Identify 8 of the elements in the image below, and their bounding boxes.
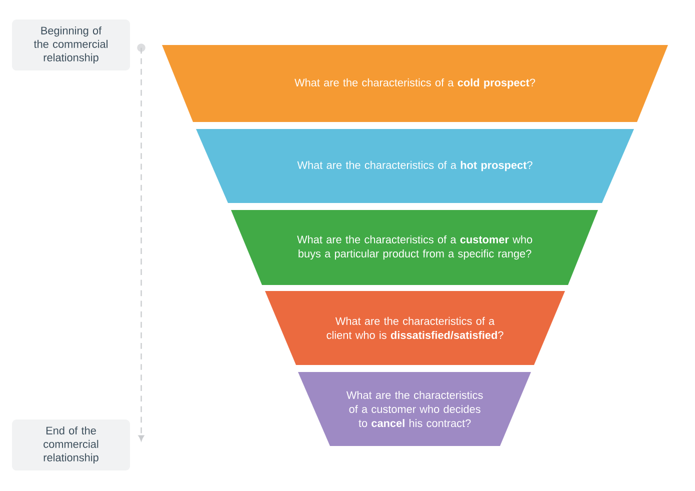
timeline-arrow xyxy=(137,44,146,441)
label-box: End of the commercial relationship xyxy=(12,420,130,470)
funnel-segment: What are the characteristics of a customer who decides to cancel his contract? xyxy=(298,372,531,446)
label-box: Beginning of the commercial relationship xyxy=(12,20,130,70)
funnel-segment: What are the characteristics of a hot prospect? xyxy=(196,129,634,203)
funnel-segment: What are the characteristics of a customer who buys a particular product from a specific range? xyxy=(231,210,598,285)
funnel-segment: What are the characteristics of a cold prospect? xyxy=(162,45,668,122)
funnel-segment: What are the characteristics of a client who is dissatisfied/satisfied? xyxy=(265,291,565,365)
